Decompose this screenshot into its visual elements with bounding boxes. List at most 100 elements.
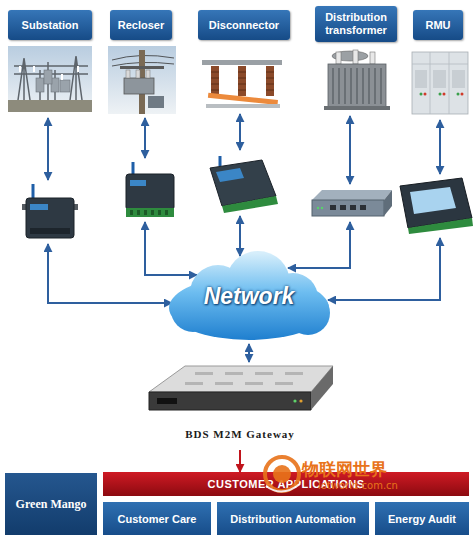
rmu-photo	[457, 93, 460, 96]
recloser-photo	[124, 78, 154, 94]
modem-device	[130, 210, 133, 215]
link-arrow	[288, 222, 350, 268]
network-cloud: Network	[163, 248, 335, 344]
substation-photo	[20, 66, 78, 80]
substation-photo	[8, 100, 92, 112]
application-box: Distribution Automation	[217, 502, 369, 535]
node-label: Distribution transformer	[318, 11, 394, 37]
node-label: Disconnector	[209, 19, 279, 32]
server-drawing	[185, 382, 203, 385]
server-drawing	[145, 362, 335, 418]
disconnector-photo	[211, 66, 219, 96]
node-label: Substation	[22, 19, 79, 32]
modem-device	[126, 174, 174, 210]
recloser-photo	[136, 70, 140, 78]
recloser-photo	[148, 96, 164, 108]
server-drawing	[285, 372, 303, 375]
transformer-photo	[324, 50, 390, 110]
node-label: Distribution Automation	[230, 513, 355, 525]
router-device	[321, 207, 323, 209]
application-band: CUSTOMER APPLICATIONS	[103, 472, 469, 496]
node-label: Network	[204, 283, 295, 310]
server-drawing	[157, 398, 177, 404]
link-arrow	[239, 114, 241, 150]
link-arrow	[48, 114, 440, 184]
server-drawing	[275, 382, 293, 385]
transformer-photo	[324, 106, 390, 110]
modem-device	[126, 162, 174, 217]
router-device	[360, 205, 366, 210]
modem-device	[22, 184, 78, 238]
modem-device	[165, 210, 168, 215]
terminal-device	[408, 218, 473, 234]
modem-device	[144, 210, 147, 215]
application-box: Customer Care	[103, 502, 211, 535]
header-box: Disconnector	[198, 10, 290, 40]
node-label: Customer Care	[118, 513, 197, 525]
rmu-photo	[433, 70, 446, 88]
rmu-photo	[439, 93, 442, 96]
header-box: Distribution transformer	[315, 6, 397, 42]
recloser-photo	[126, 70, 130, 78]
substation-photo	[8, 46, 92, 112]
substation-photo	[44, 70, 52, 84]
server-drawing	[299, 399, 302, 402]
disconnector-photo	[238, 66, 246, 96]
substation-photo	[36, 70, 70, 92]
substation-photo	[70, 56, 82, 100]
router-device	[350, 205, 356, 210]
substation-photo	[14, 56, 88, 100]
transformer-photo	[353, 50, 358, 64]
node-label: RMU	[425, 19, 450, 32]
disconnector-photo	[202, 60, 282, 65]
router-device	[312, 200, 384, 216]
disconnector-photo	[211, 66, 274, 96]
server-drawing	[293, 399, 296, 402]
transformer-photo	[333, 68, 381, 104]
substation-photo	[18, 58, 30, 100]
server-drawing	[255, 372, 273, 375]
transformer-photo	[328, 64, 386, 108]
server-drawing	[225, 372, 243, 375]
router-device	[317, 207, 319, 209]
router-device	[384, 190, 392, 216]
connector-arrow	[248, 344, 250, 362]
recloser-photo	[120, 66, 164, 69]
link-arrow	[47, 118, 49, 180]
router-device	[312, 190, 392, 200]
transformer-photo	[333, 68, 381, 104]
recloser-photo	[108, 46, 176, 114]
router-device	[312, 190, 392, 216]
disconnector-photo	[266, 66, 274, 96]
disconnector-photo	[211, 72, 274, 90]
node-label: CUSTOMER APPLICATIONS	[208, 478, 365, 490]
watermark-logo	[266, 484, 300, 492]
header-box: Recloser	[110, 10, 172, 40]
recloser-photo	[146, 70, 150, 78]
server-drawing	[245, 382, 263, 385]
rmu-photo	[412, 52, 468, 114]
substation-photo	[36, 78, 44, 92]
transformer-photo	[336, 52, 341, 64]
modem-device	[158, 210, 161, 215]
server-drawing	[311, 366, 333, 410]
terminal-device	[400, 178, 473, 234]
brand-box: Green Mango	[5, 473, 97, 535]
modem-device	[130, 210, 168, 215]
rmu-photo	[420, 93, 423, 96]
rmu-photo	[443, 93, 446, 96]
server-drawing	[149, 366, 333, 392]
modem-device	[130, 180, 146, 186]
router-device	[330, 205, 336, 210]
disconnector-photo	[211, 72, 274, 90]
substation-photo	[8, 46, 92, 112]
transformer-photo	[336, 50, 375, 64]
modem-device	[137, 210, 140, 215]
modem-device	[151, 210, 154, 215]
rmu-photo	[420, 93, 460, 96]
rmu-photo	[412, 52, 468, 114]
rmu-photo	[412, 52, 468, 114]
modem-device	[30, 228, 70, 234]
link-arrow	[48, 244, 172, 303]
rmu-photo	[412, 52, 468, 114]
